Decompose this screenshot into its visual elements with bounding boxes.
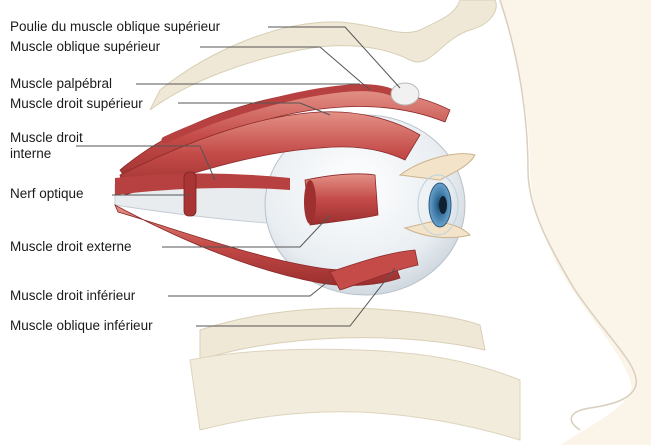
label-medial-rectus: Muscle droit interne: [10, 130, 120, 162]
label-optic-nerve: Nerf optique: [10, 186, 84, 202]
lateral-rectus-cut: [304, 180, 316, 224]
label-inferior-oblique: Muscle oblique inférieur: [10, 318, 153, 334]
label-superior-oblique: Muscle oblique supérieur: [10, 39, 160, 55]
label-levator: Muscle palpébral: [10, 76, 112, 92]
label-superior-rectus: Muscle droit supérieur: [10, 96, 143, 112]
trochlea: [391, 83, 419, 105]
maxilla-bone: [190, 349, 520, 440]
label-inferior-rectus: Muscle droit inférieur: [10, 288, 135, 304]
label-lateral-rectus: Muscle droit externe: [10, 239, 132, 255]
medial-rectus-cut: [184, 172, 196, 216]
label-trochlea: Poulie du muscle oblique supérieur: [10, 19, 220, 35]
leader-inferior-rectus: [168, 280, 330, 296]
pupil: [439, 196, 447, 214]
